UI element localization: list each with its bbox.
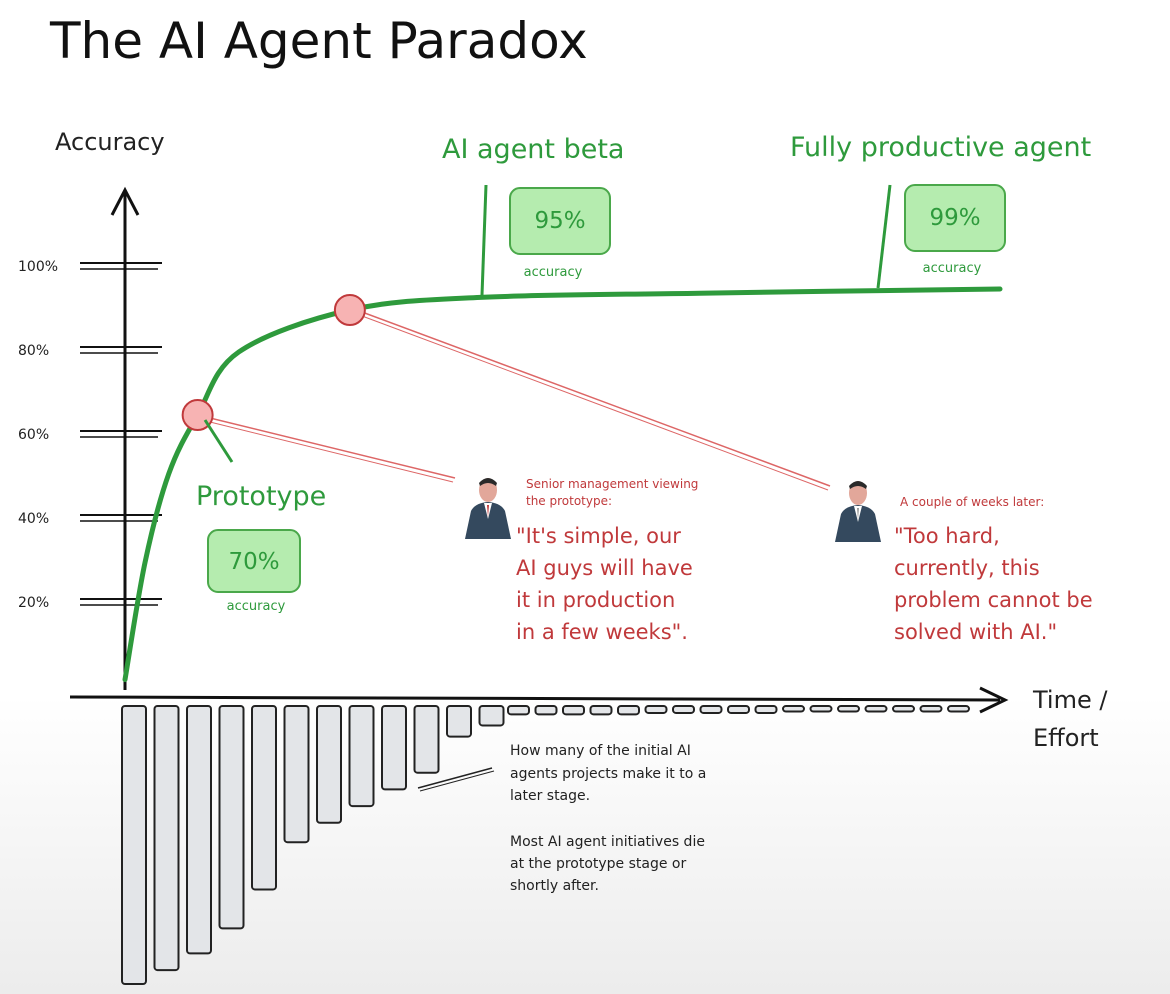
fully-productive-accuracy-box [904,184,1006,252]
project-bar [562,705,585,716]
y-axis-arrow-icon [110,186,140,216]
note-pointer-line [417,767,493,789]
project-bar [218,705,245,930]
project-bar [864,705,888,713]
y-tick-label: 60% [18,427,49,443]
quote2-line: problem cannot be [894,588,1093,612]
project-bar [507,705,530,716]
quote2-caption-line: A couple of weeks later: [900,495,1044,509]
note-line: How many of the initial AI [510,743,691,759]
prototype-label: Prototype [196,481,326,512]
project-bar [754,705,778,714]
prototype-accuracy-box [207,529,301,593]
project-bar [446,705,472,738]
quote2-line: solved with AI." [894,620,1057,644]
fully-productive-accuracy-caption: accuracy [923,261,982,276]
quote2-line: currently, this [894,556,1040,580]
x-axis-label-line1: Time / [1032,686,1108,714]
beta-accuracy-value: 95% [534,208,585,234]
quote1-line: AI guys will have [516,556,693,580]
y-axis-label: Accuracy [55,128,165,156]
note-line: later stage. [510,788,590,804]
project-bar [644,705,668,714]
y-tick-label: 80% [18,343,49,359]
quote1-line: in a few weeks". [516,620,688,644]
quote1-line: "It's simple, our [516,524,681,548]
quote2-line: "Too hard, [894,524,1000,548]
beta-label: AI agent beta [442,134,624,165]
project-bar [672,705,695,714]
note-pointer-line-2 [419,770,495,792]
project-bar [381,705,407,791]
project-bar [153,705,180,972]
y-tick-label: 100% [18,259,58,275]
project-bar [121,705,147,985]
page-title: The AI Agent Paradox [49,12,588,70]
fully-productive-leader [876,184,892,289]
y-tick-label: 20% [18,595,49,611]
project-bar [782,705,805,713]
note-line: agents projects make it to a [510,766,706,782]
project-bar [534,705,558,716]
fully-productive-accuracy-value: 99% [929,205,980,231]
project-bar [809,705,833,713]
note-line: shortly after. [510,878,599,894]
note-line: at the prototype stage or [510,856,687,872]
prototype-leader [203,419,234,463]
prototype-accuracy-value: 70% [228,549,279,575]
project-bar [283,705,310,844]
y-tick-label: 40% [18,511,49,527]
note-line: Most AI agent initiatives die [510,834,705,850]
businessman-icon [465,478,511,539]
beta-accuracy-caption: accuracy [524,265,583,280]
prototype-pointer-line [209,417,456,479]
project-bar [727,705,750,714]
beta-pointer-line [361,311,831,487]
quote1-caption-line: the prototype: [526,494,612,508]
beta-pointer-line-2 [361,315,829,491]
project-bar [348,705,375,808]
project-bar [699,705,723,714]
x-axis-label-line2: Effort [1033,724,1099,752]
x-axis-arrow-icon [979,686,1009,714]
fully-productive-label: Fully productive agent [790,132,1091,163]
project-bar [837,705,860,713]
beta-leader [480,184,488,296]
quote1-line: it in production [516,588,675,612]
project-bar [413,705,440,774]
project-bar [892,705,915,713]
project-bar [947,705,970,713]
businessman-icon [835,481,881,542]
project-bar [478,705,505,727]
project-bar [251,705,277,891]
prototype-pointer-line-2 [209,421,454,483]
beta-accuracy-box [509,187,611,255]
prototype-accuracy-caption: accuracy [227,599,286,614]
project-bar [186,705,212,955]
project-bar [617,705,640,716]
project-bar [919,705,943,713]
project-bar [316,705,342,824]
stage-marker [333,294,366,326]
accuracy-curve [122,286,1003,683]
project-bar [589,705,613,716]
quote1-caption-line: Senior management viewing [526,477,698,491]
x-axis [69,695,1001,702]
